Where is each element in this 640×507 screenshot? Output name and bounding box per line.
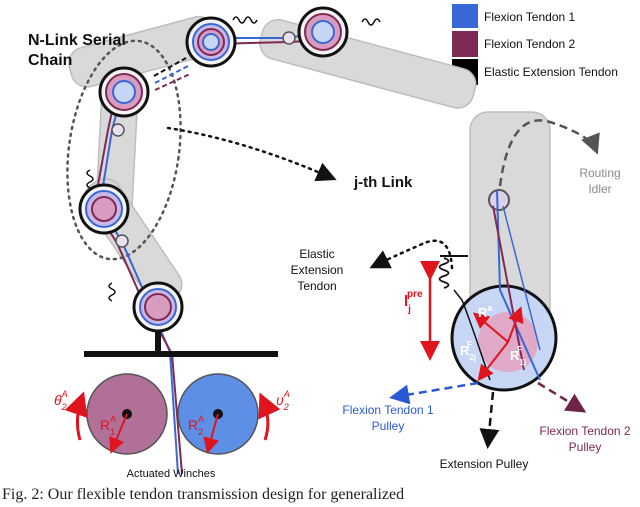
winch-1-rotation-arrow	[64, 391, 88, 441]
legend-label-flexion-1: Flexion Tendon 1	[484, 10, 576, 24]
labels: N-Link Serial Chain j-th Link Routing Id…	[28, 32, 631, 480]
chain-pulley-top-left	[185, 16, 237, 68]
jth-link-highlight	[66, 39, 182, 261]
chain-pulley-jth-top	[98, 66, 150, 118]
base-post	[155, 330, 161, 354]
pre-length-label: ljpre	[404, 289, 423, 315]
tendon-gap-purple	[154, 73, 191, 91]
theta-label: θ2A	[54, 389, 68, 412]
tendon-gap-blue	[154, 65, 189, 84]
velocity-label: υ2A	[276, 389, 290, 412]
routing-idler-pointer	[498, 119, 600, 187]
radius-a-arrow	[472, 312, 509, 343]
figure-caption: Fig. 2: Our flexible tendon transmission…	[2, 486, 405, 503]
detail-tendon-purple	[492, 205, 525, 371]
detail-tendon-blue-2	[502, 205, 541, 351]
routing-idler-label-2: Idler	[588, 182, 611, 196]
elastic-label-1: Elastic	[299, 247, 334, 261]
winch-2-radius-label: R2A	[188, 414, 204, 437]
chain-title-line-1: N-Link Serial	[28, 32, 126, 49]
idler-lower	[115, 234, 129, 248]
radius-a-label: Ra	[478, 303, 493, 320]
radius-f1-label: R1jF	[510, 345, 526, 367]
legend: Flexion Tendon 1 Flexion Tendon 2 Elasti…	[452, 4, 618, 85]
elastic-label-3: Tendon	[297, 279, 336, 293]
radius-f2-label: R2jF	[460, 340, 476, 362]
flexion2-pulley-label-1: Flexion Tendon 2	[539, 424, 631, 438]
winch-1-radius-label: R1A	[100, 414, 116, 437]
jth-link-pointer	[166, 126, 337, 182]
flexion2-pulley-label-2: Pulley	[569, 440, 602, 454]
radius-f2-arrow	[477, 341, 509, 382]
flexion2-pulley-pointer	[537, 381, 587, 413]
flexion1-pulley-label-1: Flexion Tendon 1	[342, 403, 434, 417]
extension-pulley-pointer	[479, 391, 500, 449]
flexion1-pulley-pointer	[389, 381, 479, 405]
legend-swatch-flexion-2	[452, 31, 478, 57]
elastic-tendon-pointer	[369, 239, 454, 270]
chain-pulley-jth-bottom	[78, 183, 130, 235]
tendon-gap-black	[153, 57, 187, 77]
elastic-label-2: Extension	[291, 263, 344, 277]
joint-detail	[369, 111, 600, 449]
radius-f1-arrow	[507, 306, 524, 343]
legend-label-flexion-2: Flexion Tendon 2	[484, 37, 576, 51]
winch-2-rotation-arrow	[258, 392, 281, 441]
winch-2-radius-arrow	[203, 413, 219, 454]
flexion1-pulley-label-2: Pulley	[372, 419, 405, 433]
chain-pulley-top-right	[297, 6, 349, 58]
idler-jth	[111, 123, 125, 137]
winch-1-radius-arrow	[109, 413, 128, 454]
base-plate	[84, 351, 278, 357]
spring-icon	[86, 16, 381, 302]
actuated-winches-label: Actuated Winches	[127, 468, 216, 480]
chain-title-line-2: Chain	[28, 52, 72, 69]
extension-pulley-label: Extension Pulley	[440, 457, 529, 471]
jth-link-label: j-th Link	[353, 174, 413, 191]
chain-link-top	[259, 18, 477, 109]
detail-routing-idler	[488, 189, 510, 211]
detail-spring-icon	[438, 257, 450, 289]
legend-swatch-flexion-1	[452, 4, 478, 28]
routing-idler-label-1: Routing	[579, 166, 620, 180]
detail-tendon-blue	[496, 189, 541, 381]
chain-pulley-base	[132, 281, 184, 333]
legend-label-elastic: Elastic Extension Tendon	[484, 65, 618, 79]
serial-chain	[64, 6, 477, 475]
idler-top	[282, 31, 296, 45]
